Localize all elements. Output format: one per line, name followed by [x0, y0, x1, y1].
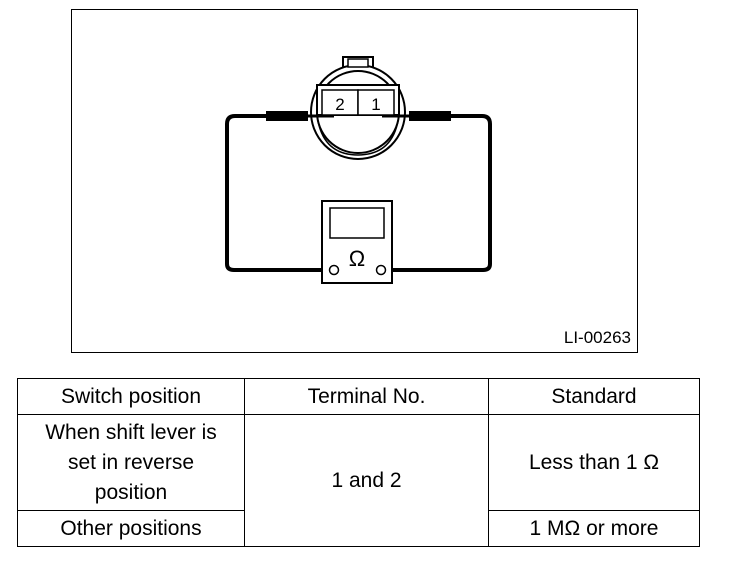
spec-table: Switch position Terminal No. Standard Wh…	[17, 378, 700, 547]
row-terminal: 1 and 2	[244, 414, 489, 547]
circuit-drawing: 2 1 Ω	[225, 56, 492, 284]
right-wire	[382, 114, 492, 272]
table-header-row: Switch position Terminal No. Standard	[17, 378, 700, 415]
meter-display	[329, 207, 385, 239]
meter-terminal-left	[328, 264, 340, 276]
ohm-symbol: Ω	[349, 246, 365, 271]
header-standard: Standard	[488, 378, 700, 415]
left-probe	[266, 111, 308, 121]
row2-standard: 1 MΩ or more	[488, 510, 700, 547]
terminal-2-label: 2	[335, 95, 344, 114]
header-terminal-no: Terminal No.	[244, 378, 489, 415]
switch-connector: 2 1	[310, 56, 406, 160]
row1-position: When shift lever is set in reverse posit…	[17, 414, 245, 511]
row1-standard: Less than 1 Ω	[488, 414, 700, 511]
right-probe	[409, 111, 451, 121]
ohmmeter: Ω	[321, 200, 393, 284]
header-switch-position: Switch position	[17, 378, 245, 415]
table-row: When shift lever is set in reverse posit…	[17, 414, 700, 547]
meter-terminal-right	[375, 264, 387, 276]
left-wire	[225, 114, 334, 272]
figure-code: LI-00263	[563, 328, 631, 347]
table-row: Other positions 1 MΩ or more	[17, 510, 700, 547]
terminal-1-label: 1	[371, 95, 380, 114]
wiring-diagram: 2 1 Ω LI-00263	[71, 9, 638, 353]
row2-position: Other positions	[17, 510, 245, 547]
